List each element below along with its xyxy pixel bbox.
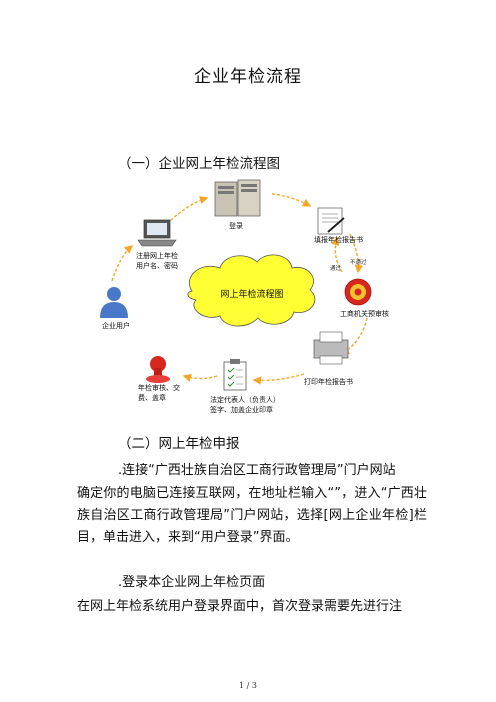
flowchart-diagram: 网上年检流程图 登录 填报年检报告书 不通过 通过 工商机关预审核 <box>100 179 389 414</box>
login-label: 登录 <box>229 221 243 230</box>
pass-label: 通过 <box>330 264 342 272</box>
aic-review-label: 工商机关预审核 <box>340 309 389 318</box>
register-line2: 用户名、密码 <box>136 261 178 270</box>
arrow-login-to-fill <box>271 193 312 207</box>
arrow-user-to-register <box>111 245 134 282</box>
page-indicator: 1 / 3 <box>239 681 257 690</box>
arrow-legal-to-stamp <box>182 373 218 382</box>
enterprise-user-label: 企业用户 <box>102 321 130 330</box>
cloud-label: 网上年检流程图 <box>220 288 283 300</box>
print-report-label: 打印年检报告书 <box>304 377 353 386</box>
legal-rep-line1: 法定代表人（负责人） <box>210 395 280 404</box>
paragraph-body-login: 在网上年检系统用户登录界面中，首次登录需要先进行注 <box>77 599 403 614</box>
review-line2: 费、盖章 <box>138 393 166 402</box>
printer-icon <box>313 331 349 365</box>
server-icon <box>214 179 261 217</box>
document-pen-icon <box>317 207 345 235</box>
section-heading-flowchart: （一）企业网上年检流程图 <box>118 156 280 172</box>
user-icon <box>100 287 128 318</box>
arrow-register-to-login <box>166 195 209 225</box>
legal-rep-line2: 签字、加盖企业印章 <box>210 405 273 414</box>
section-heading-declaration: （二）网上年检申报 <box>118 436 240 452</box>
paragraph-heading-login: .登录本企业网上年检页面 <box>118 575 266 590</box>
fill-report-label: 填报年检报告书 <box>314 235 363 244</box>
paragraph-body-connect: 确定你的电脑已连接互联网，在地址栏输入“”，进入“广西壮族自治区工商行政管理局”… <box>77 486 427 545</box>
clipboard-icon <box>223 359 247 391</box>
review-line1: 年检审核、交 <box>138 383 180 392</box>
laptop-icon <box>137 219 177 247</box>
register-line1: 注册网上年检 <box>136 251 178 260</box>
not-pass-label: 不通过 <box>350 258 367 266</box>
stamp-icon <box>146 356 170 383</box>
paragraph-heading-connect: .连接“广西壮族自治区工商行政管理局”门户网站 <box>118 463 396 478</box>
arrow-print-to-legal <box>252 373 305 385</box>
cloud-shape <box>187 254 316 327</box>
arrow-fill-to-review <box>349 233 364 274</box>
arrow-review-to-fill <box>331 236 343 273</box>
page-title: 企业年检流程 <box>194 67 302 87</box>
emblem-icon <box>344 278 372 306</box>
